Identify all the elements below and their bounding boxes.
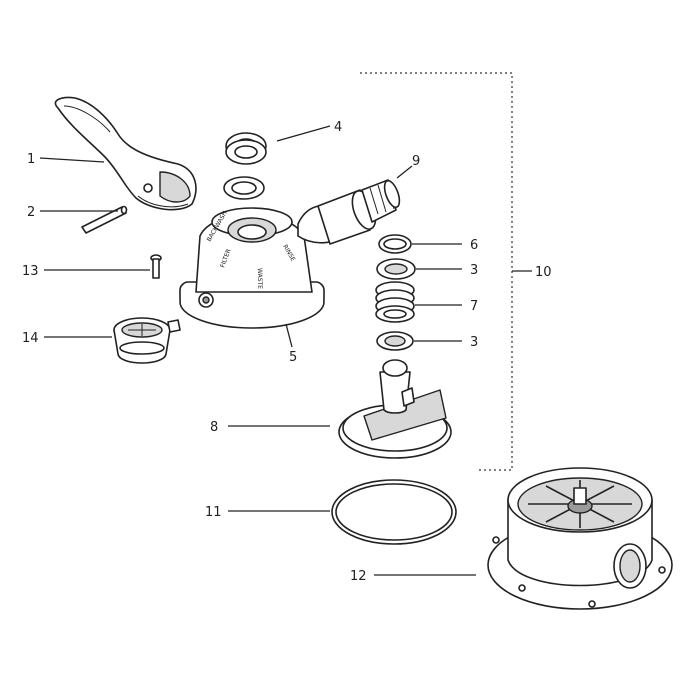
callout-label-8: 8 bbox=[210, 420, 218, 435]
callout-label-13: 13 bbox=[22, 264, 39, 279]
marking-waste: WASTE bbox=[256, 268, 263, 289]
callout-label-1: 1 bbox=[27, 152, 35, 167]
large-o-ring-part-11 bbox=[331, 479, 457, 545]
callout-label-5: 5 bbox=[289, 350, 297, 365]
gauge-part-14 bbox=[113, 317, 181, 364]
pin-part-2 bbox=[81, 205, 128, 234]
leader-line-1 bbox=[39, 157, 105, 163]
leader-line-4 bbox=[276, 125, 331, 142]
rotor-part-8 bbox=[338, 359, 452, 459]
callout-label-3b: 3 bbox=[470, 335, 478, 350]
callout-lines bbox=[39, 125, 532, 576]
callout-label-2: 2 bbox=[27, 205, 35, 220]
callout-label-3a: 3 bbox=[470, 263, 478, 278]
callout-label-14: 14 bbox=[22, 331, 39, 346]
leader-line-9 bbox=[396, 165, 413, 179]
callout-label-10: 10 bbox=[535, 265, 552, 280]
washer-part-3-upper bbox=[376, 258, 416, 280]
callout-label-7: 7 bbox=[470, 299, 478, 314]
spring-part-7 bbox=[375, 281, 415, 323]
callout-label-9: 9 bbox=[412, 154, 420, 169]
washer-part-3-lower bbox=[376, 331, 414, 351]
callout-labels: 1 2 13 14 4 9 5 6 3 7 3 10 8 11 12 bbox=[22, 120, 552, 584]
callout-label-11: 11 bbox=[205, 505, 222, 520]
valve-body-part-12 bbox=[487, 467, 673, 610]
callout-label-12: 12 bbox=[350, 569, 367, 584]
valve-cover-part-5: RINSE BACKWASH WASTE FILTER bbox=[179, 207, 325, 329]
hose-barb-part-9 bbox=[297, 179, 401, 245]
seal-part-4 bbox=[223, 132, 267, 200]
handle-part-1 bbox=[54, 96, 197, 211]
callout-label-4: 4 bbox=[334, 120, 342, 135]
callout-label-6: 6 bbox=[470, 238, 478, 253]
leader-line-5 bbox=[285, 323, 293, 348]
o-ring-part-6 bbox=[378, 234, 412, 254]
screw-part-13 bbox=[150, 254, 162, 279]
